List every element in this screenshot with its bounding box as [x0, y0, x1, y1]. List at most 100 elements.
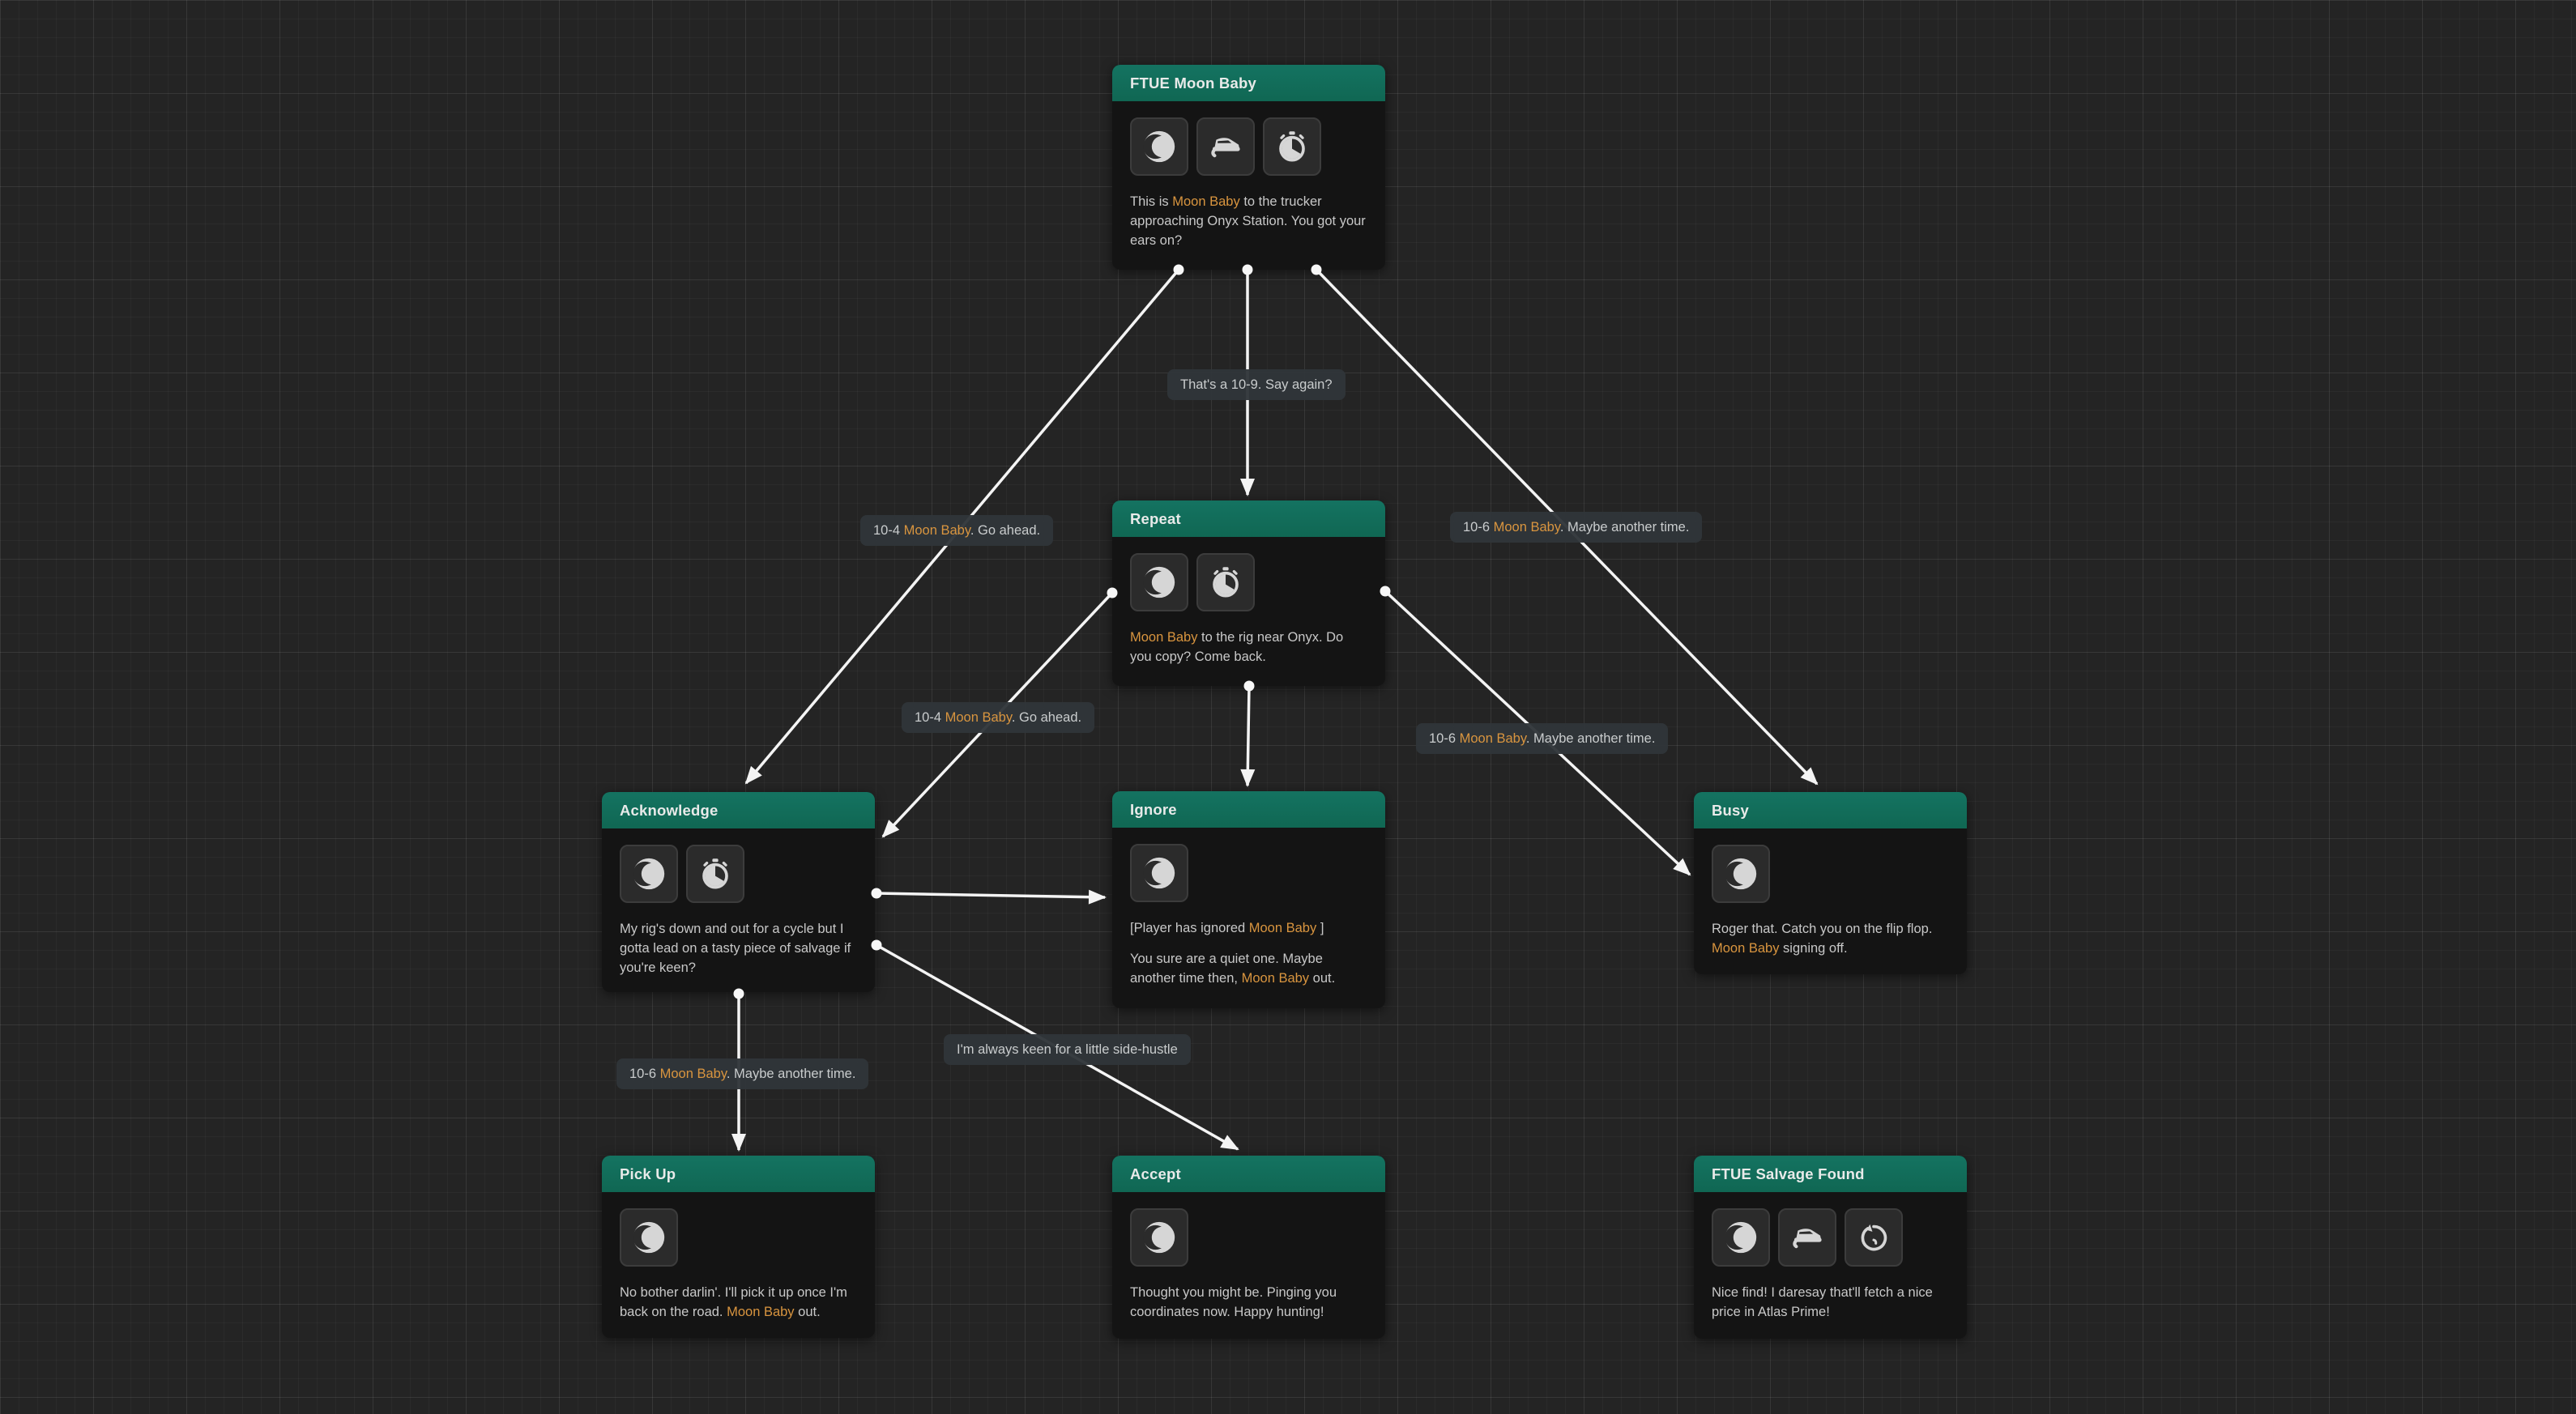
moon-icon: [1725, 1221, 1757, 1254]
moon-icon-tile: [1130, 844, 1188, 902]
speaker-name: Moon Baby: [1130, 630, 1198, 645]
text-segment: . Maybe another time.: [726, 1067, 856, 1081]
stopwatch-icon-tile: [686, 845, 744, 903]
text-segment: ]: [1316, 921, 1324, 935]
edge-label-say-again[interactable]: That's a 10-9. Say again?: [1167, 369, 1346, 400]
node-ftue-salvage-found[interactable]: FTUE Salvage Found Nice find! I daresay …: [1694, 1156, 1967, 1339]
truck-icon-tile: [1778, 1208, 1836, 1267]
text-line: 10-4 Moon Baby. Go ahead.: [873, 522, 1040, 539]
moon-icon: [1143, 857, 1175, 889]
icons-row: [1130, 844, 1367, 902]
edge-label-go-ahead-1[interactable]: 10-4 Moon Baby. Go ahead.: [860, 515, 1054, 546]
text-segment: Nice find! I daresay that'll fetch a nic…: [1712, 1285, 1933, 1319]
node-acknowledge[interactable]: Acknowledge My rig's down and out for a …: [602, 792, 875, 992]
node-header[interactable]: FTUE Salvage Found: [1694, 1156, 1967, 1192]
moon-icon: [1143, 130, 1175, 163]
text-line: No bother darlin'. I'll pick it up once …: [620, 1283, 857, 1322]
edge-acknowledge-to-ignore[interactable]: [876, 889, 1107, 905]
moon-icon: [1143, 1221, 1175, 1254]
moon-icon: [1725, 858, 1757, 890]
dialogue-text: My rig's down and out for a cycle but I …: [620, 919, 857, 977]
node-body: My rig's down and out for a cycle but I …: [602, 828, 875, 994]
text-segment: out.: [794, 1305, 821, 1319]
text-line: 10-6 Moon Baby. Maybe another time.: [1463, 518, 1689, 536]
moon-icon: [633, 858, 665, 890]
text-line: Nice find! I daresay that'll fetch a nic…: [1712, 1283, 1949, 1322]
stopwatch-icon: [1213, 567, 1239, 598]
moon-icon-tile: [1712, 845, 1770, 903]
text-line: You sure are a quiet one. Maybe another …: [1130, 949, 1367, 988]
text-segment: My rig's down and out for a cycle but I …: [620, 922, 851, 975]
speaker-name: Moon Baby: [1248, 921, 1317, 935]
text-segment: I'm always keen for a little side-hustle: [957, 1042, 1178, 1057]
node-body: No bother darlin'. I'll pick it up once …: [602, 1192, 875, 1338]
node-body: Nice find! I daresay that'll fetch a nic…: [1694, 1192, 1967, 1338]
node-header[interactable]: Pick Up: [602, 1156, 875, 1192]
node-header[interactable]: FTUE Moon Baby: [1112, 65, 1385, 101]
dialogue-text: No bother darlin'. I'll pick it up once …: [620, 1283, 857, 1322]
text-line: 10-6 Moon Baby. Maybe another time.: [629, 1065, 855, 1083]
edge-label-maybe-2[interactable]: 10-6 Moon Baby. Maybe another time.: [1416, 723, 1669, 754]
text-segment: That's a 10-9. Say again?: [1180, 377, 1333, 392]
node-body: Roger that. Catch you on the flip flop. …: [1694, 828, 1967, 974]
node-title: FTUE Salvage Found: [1712, 1165, 1865, 1182]
stopwatch-icon: [702, 858, 728, 889]
icons-row: [1712, 1208, 1949, 1267]
node-ftue-moon-baby[interactable]: FTUE Moon Baby This is Moon Baby to the …: [1112, 65, 1385, 270]
edge-label-maybe-1[interactable]: 10-6 Moon Baby. Maybe another time.: [1450, 512, 1703, 543]
icons-row: [1130, 1208, 1367, 1267]
moon-icon: [633, 1221, 665, 1254]
node-header[interactable]: Acknowledge: [602, 792, 875, 828]
text-segment: . Maybe another time.: [1525, 731, 1656, 746]
speaker-name: Moon Baby: [945, 710, 1012, 725]
text-line: That's a 10-9. Say again?: [1180, 376, 1333, 394]
speaker-name: Moon Baby: [1493, 520, 1560, 535]
text-line: Moon Baby to the rig near Onyx. Do you c…: [1130, 628, 1367, 667]
text-segment: 10-6: [1429, 731, 1460, 746]
node-body: Moon Baby to the rig near Onyx. Do you c…: [1112, 537, 1385, 683]
text-segment: signing off.: [1779, 941, 1848, 956]
text-line: My rig's down and out for a cycle but I …: [620, 919, 857, 977]
text-line: [Player has ignored Moon Baby ]: [1130, 918, 1367, 938]
node-busy[interactable]: Busy Roger that. Catch you on the flip f…: [1694, 792, 1967, 974]
node-header[interactable]: Ignore: [1112, 791, 1385, 828]
edge-label-side-hustle[interactable]: I'm always keen for a little side-hustle: [944, 1034, 1191, 1065]
text-line: I'm always keen for a little side-hustle: [957, 1041, 1178, 1058]
text-segment: . Maybe another time.: [1559, 520, 1690, 535]
text-line: Roger that. Catch you on the flip flop. …: [1712, 919, 1949, 958]
node-title: FTUE Moon Baby: [1130, 74, 1256, 92]
text-segment: [Player has ignored: [1130, 921, 1249, 935]
node-pick-up[interactable]: Pick Up No bother darlin'. I'll pick it …: [602, 1156, 875, 1338]
node-accept[interactable]: Accept Thought you might be. Pinging you…: [1112, 1156, 1385, 1339]
icons-row: [620, 845, 857, 903]
node-header[interactable]: Busy: [1694, 792, 1967, 828]
moon-icon-tile: [620, 1208, 678, 1267]
speaker-name: Moon Baby: [1172, 194, 1240, 209]
icons-row: [1130, 553, 1367, 611]
edge-label-maybe-3[interactable]: 10-6 Moon Baby. Maybe another time.: [616, 1058, 869, 1089]
truck-icon: [1793, 1229, 1822, 1249]
node-title: Busy: [1712, 801, 1750, 819]
text-segment: 10-4: [873, 523, 904, 538]
node-header[interactable]: Accept: [1112, 1156, 1385, 1192]
text-segment: No bother darlin'. I'll pick it up once …: [620, 1285, 847, 1319]
stopwatch-icon-tile: [1263, 117, 1321, 176]
stopwatch-icon-tile: [1196, 553, 1255, 611]
moon-icon-tile: [1130, 117, 1188, 176]
node-repeat[interactable]: Repeat Moon Baby to the rig near Onyx. D…: [1112, 500, 1385, 686]
text-segment: 10-6: [1463, 520, 1494, 535]
node-title: Accept: [1130, 1165, 1181, 1182]
node-title: Repeat: [1130, 509, 1181, 527]
node-body: This is Moon Baby to the trucker approac…: [1112, 101, 1385, 266]
moon-icon-tile: [1712, 1208, 1770, 1267]
dialogue-text: [Player has ignored Moon Baby ] You sure …: [1130, 918, 1367, 988]
text-segment: Thought you might be. Pinging you coordi…: [1130, 1285, 1337, 1319]
edge-label-go-ahead-2[interactable]: 10-4 Moon Baby. Go ahead.: [902, 702, 1095, 733]
node-ignore[interactable]: Ignore [Player has ignored Moon Baby ] Yo…: [1112, 791, 1385, 1008]
speaker-name: Moon Baby: [659, 1067, 727, 1081]
node-header[interactable]: Repeat: [1112, 500, 1385, 537]
node-title: Pick Up: [620, 1165, 676, 1182]
text-line: Thought you might be. Pinging you coordi…: [1130, 1283, 1367, 1322]
edge-repeat-to-ignore[interactable]: [1240, 685, 1256, 787]
